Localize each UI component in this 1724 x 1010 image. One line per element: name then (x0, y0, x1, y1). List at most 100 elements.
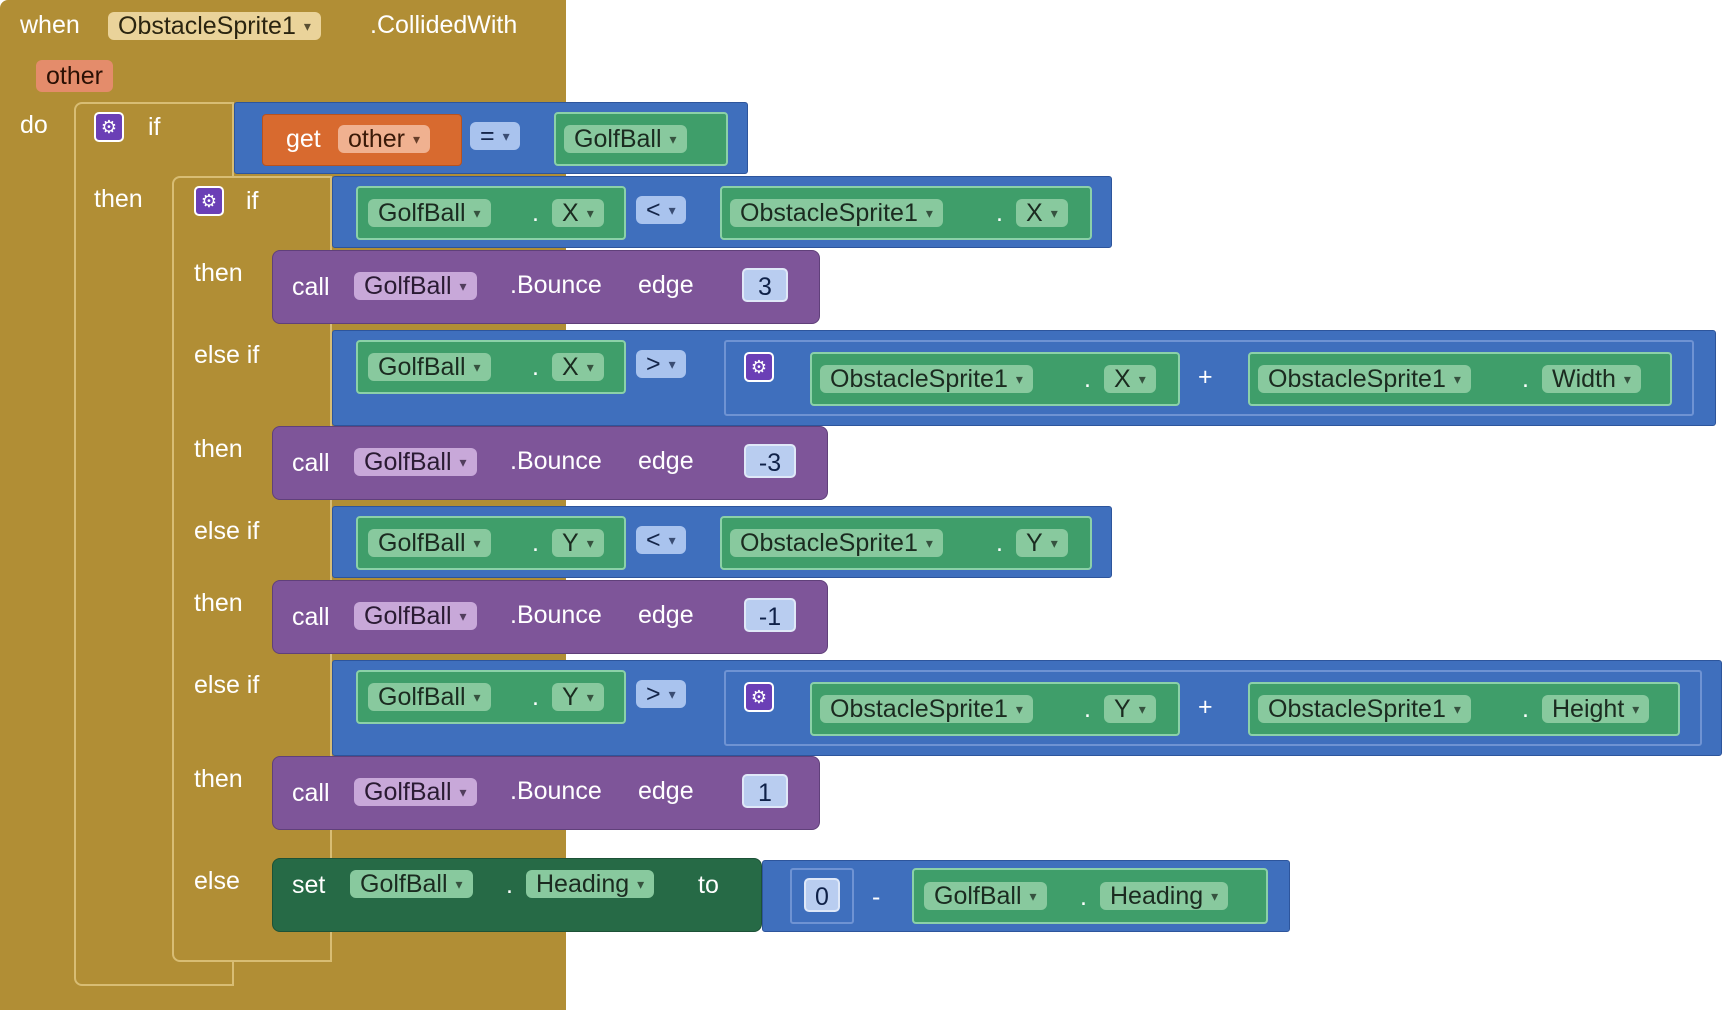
component-label: ObstacleSprite1 (830, 365, 1008, 393)
operator-dropdown[interactable]: > ▾ (636, 680, 686, 708)
operator-dropdown[interactable]: < ▾ (636, 196, 686, 224)
chevron-down-icon: ▾ (586, 359, 594, 375)
component-label: GolfBall (364, 778, 452, 806)
property-dropdown[interactable]: Width ▾ (1542, 365, 1641, 393)
operator-dropdown[interactable]: > ▾ (636, 350, 686, 378)
chevron-down-icon: ▾ (502, 128, 510, 144)
chevron-down-icon: ▾ (459, 454, 467, 470)
number-input[interactable]: -1 (744, 598, 796, 632)
outer-if-label: if (148, 113, 161, 141)
component-dropdown[interactable]: GolfBall ▾ (564, 125, 687, 153)
chevron-down-icon: ▾ (473, 535, 481, 551)
dot-label: . (532, 199, 539, 227)
property-label: Y (1026, 529, 1043, 557)
component-dropdown[interactable]: GolfBall ▾ (368, 199, 491, 227)
property-label: X (562, 353, 579, 381)
property-dropdown[interactable]: Heading ▾ (526, 870, 655, 898)
then-label-3: then (194, 589, 243, 617)
param-other[interactable]: other (36, 60, 113, 92)
component-label: GolfBall (364, 448, 452, 476)
chevron-down-icon: ▾ (1050, 205, 1058, 221)
component-dropdown[interactable]: GolfBall ▾ (368, 529, 491, 557)
component-label: GolfBall (360, 870, 448, 898)
component-label: ObstacleSprite1 (740, 529, 918, 557)
variable-label: other (348, 125, 405, 153)
chevron-down-icon: ▾ (669, 131, 677, 147)
dot-label: . (1522, 365, 1529, 393)
inner-if-label: if (246, 187, 259, 215)
gear-icon[interactable]: ⚙ (194, 186, 224, 216)
chevron-down-icon: ▾ (925, 535, 933, 551)
number-input[interactable]: 3 (742, 268, 788, 302)
gear-icon[interactable]: ⚙ (744, 352, 774, 382)
component-dropdown[interactable]: GolfBall ▾ (354, 272, 477, 300)
chevron-down-icon: ▾ (459, 784, 467, 800)
do-label: do (20, 111, 48, 139)
method-label: .Bounce (510, 271, 602, 299)
property-dropdown[interactable]: Heading ▾ (1100, 882, 1229, 910)
then-label-2: then (194, 435, 243, 463)
component-dropdown[interactable]: GolfBall ▾ (368, 683, 491, 711)
chevron-down-icon: ▾ (1623, 371, 1631, 387)
component-label: GolfBall (934, 882, 1022, 910)
component-dropdown[interactable]: ObstacleSprite1 ▾ (820, 695, 1033, 723)
method-label: .Bounce (510, 601, 602, 629)
dot-label: . (996, 529, 1003, 557)
component-label: GolfBall (574, 125, 662, 153)
component-dropdown[interactable]: GolfBall ▾ (354, 448, 477, 476)
property-dropdown[interactable]: Height ▾ (1542, 695, 1650, 723)
component-dropdown[interactable]: GolfBall ▾ (924, 882, 1047, 910)
chevron-down-icon: ▾ (1015, 701, 1023, 717)
method-label: .Bounce (510, 777, 602, 805)
set-heading-block[interactable] (272, 858, 762, 932)
variable-dropdown[interactable]: other ▾ (338, 125, 431, 153)
component-dropdown[interactable]: GolfBall ▾ (350, 870, 473, 898)
component-dropdown[interactable]: GolfBall ▾ (354, 602, 477, 630)
gear-icon[interactable]: ⚙ (744, 682, 774, 712)
component-label: GolfBall (364, 272, 452, 300)
component-dropdown[interactable]: GolfBall ▾ (368, 353, 491, 381)
number-input[interactable]: 1 (742, 774, 788, 808)
component-dropdown[interactable]: ObstacleSprite1 ▾ (1258, 365, 1471, 393)
event-component-dropdown[interactable]: ObstacleSprite1 ▾ (108, 12, 321, 40)
component-dropdown[interactable]: ObstacleSprite1 ▾ (730, 199, 943, 227)
dot-label: . (506, 871, 513, 899)
component-dropdown[interactable]: ObstacleSprite1 ▾ (820, 365, 1033, 393)
dot-label: . (1522, 695, 1529, 723)
number-input[interactable]: 0 (804, 878, 840, 912)
property-dropdown[interactable]: X ▾ (1016, 199, 1068, 227)
operator-dropdown[interactable]: = ▾ (470, 122, 520, 150)
property-dropdown[interactable]: Y ▾ (552, 683, 604, 711)
get-label: get (286, 125, 321, 153)
property-dropdown[interactable]: X ▾ (552, 199, 604, 227)
component-dropdown[interactable]: GolfBall ▾ (354, 778, 477, 806)
operator-label: < (646, 526, 661, 554)
chevron-down-icon: ▾ (473, 359, 481, 375)
arg-label: edge (638, 777, 694, 805)
chevron-down-icon: ▾ (459, 278, 467, 294)
call-bounce-block-3[interactable] (272, 580, 828, 654)
number-input[interactable]: -3 (744, 444, 796, 478)
gear-icon[interactable]: ⚙ (94, 112, 124, 142)
elseif-label-3: else if (194, 671, 260, 699)
then-label-1: then (194, 259, 243, 287)
dot-label: . (1084, 695, 1091, 723)
operator-dropdown[interactable]: < ▾ (636, 526, 686, 554)
component-dropdown[interactable]: ObstacleSprite1 ▾ (730, 529, 943, 557)
property-dropdown[interactable]: X ▾ (1104, 365, 1156, 393)
component-label: GolfBall (378, 199, 466, 227)
chevron-down-icon: ▾ (1453, 371, 1461, 387)
dot-label: . (996, 199, 1003, 227)
property-dropdown[interactable]: Y ▾ (1016, 529, 1068, 557)
chevron-down-icon: ▾ (1453, 701, 1461, 717)
property-dropdown[interactable]: Y ▾ (552, 529, 604, 557)
dot-label: . (1080, 883, 1087, 911)
chevron-down-icon: ▾ (473, 205, 481, 221)
chevron-down-icon: ▾ (1138, 371, 1146, 387)
elseif-label-2: else if (194, 517, 260, 545)
component-label: ObstacleSprite1 (830, 695, 1008, 723)
property-dropdown[interactable]: X ▾ (552, 353, 604, 381)
call-label: call (292, 449, 330, 477)
component-dropdown[interactable]: ObstacleSprite1 ▾ (1258, 695, 1471, 723)
property-dropdown[interactable]: Y ▾ (1104, 695, 1156, 723)
